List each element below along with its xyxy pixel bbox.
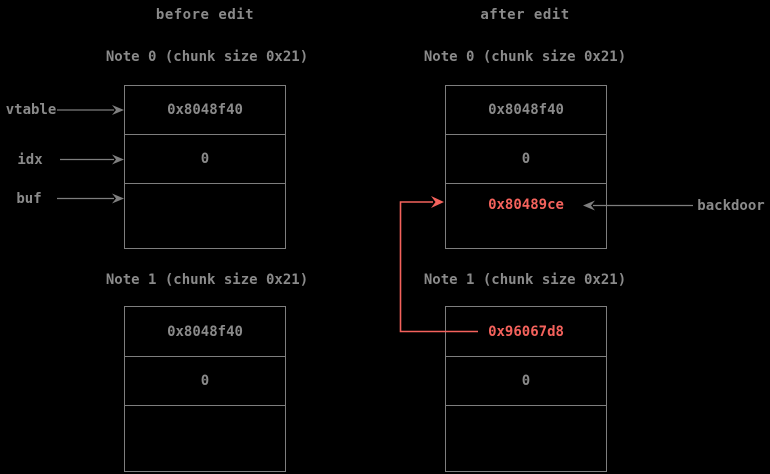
idx-value: 0 — [521, 151, 531, 167]
idx-value: 0 — [521, 373, 531, 389]
note0-after-box: 0x8048f40 0 0x80489ce — [445, 85, 607, 249]
backdoor-label: backdoor — [697, 198, 765, 214]
vtable-cell: 0x8048f40 — [125, 86, 285, 134]
idx-label: idx — [17, 152, 43, 168]
buf-label: buf — [16, 191, 42, 207]
note0-after-header: Note 0 (chunk size 0x21) — [423, 49, 627, 65]
vtable-cell: 0x96067d8 — [446, 307, 606, 356]
buf-cell — [446, 405, 606, 471]
note0-before-box: 0x8048f40 0 — [124, 85, 286, 249]
vtable-label: vtable — [5, 102, 57, 118]
note1-before-header: Note 1 (chunk size 0x21) — [105, 272, 309, 288]
idx-value: 0 — [200, 373, 210, 389]
overwritten-buf-value: 0x80489ce — [488, 197, 564, 213]
vtable-cell: 0x8048f40 — [125, 307, 285, 356]
idx-value: 0 — [200, 151, 210, 167]
idx-cell: 0 — [125, 356, 285, 405]
idx-cell: 0 — [125, 134, 285, 183]
note0-before-header: Note 0 (chunk size 0x21) — [105, 49, 309, 65]
idx-cell: 0 — [446, 356, 606, 405]
buf-arrow-icon — [57, 193, 124, 204]
vtable-cell: 0x8048f40 — [446, 86, 606, 134]
vtable-value: 0x8048f40 — [488, 102, 564, 118]
vtable-value: 0x8048f40 — [167, 102, 243, 118]
note1-before-box: 0x8048f40 0 — [124, 306, 286, 472]
vtable-arrow-icon — [57, 105, 124, 115]
buf-cell — [125, 405, 285, 471]
note1-after-box: 0x96067d8 0 — [445, 306, 607, 472]
after-edit-title: after edit — [480, 7, 570, 23]
overwritten-vtable-value: 0x96067d8 — [488, 323, 564, 340]
buf-cell: 0x80489ce — [446, 183, 606, 248]
vtable-value: 0x8048f40 — [167, 323, 243, 340]
buf-cell — [125, 183, 285, 248]
note1-after-header: Note 1 (chunk size 0x21) — [423, 272, 627, 288]
idx-cell: 0 — [446, 134, 606, 183]
idx-arrow-icon — [60, 154, 124, 165]
before-edit-title: before edit — [155, 7, 255, 23]
